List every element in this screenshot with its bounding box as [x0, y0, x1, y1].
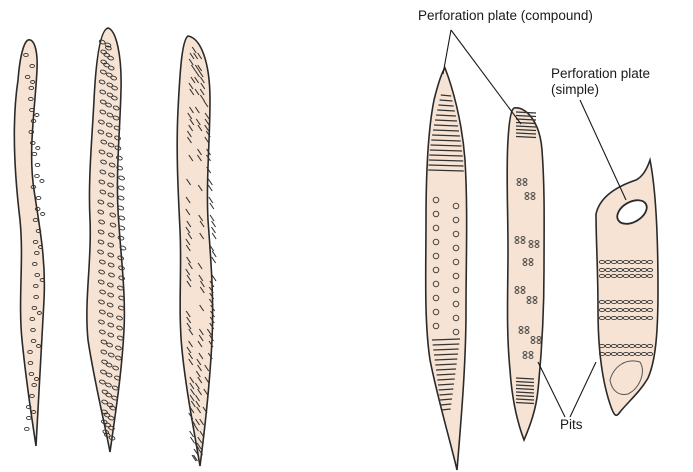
tracheid-2 — [87, 28, 126, 452]
tracheid-3 — [177, 36, 216, 466]
leader-compound-left — [443, 30, 451, 74]
vessel-element-2 — [507, 108, 544, 440]
leader-pits-right — [570, 362, 596, 417]
leader-pits-left — [538, 362, 565, 417]
label-pits: Pits — [560, 417, 583, 433]
label-perforation-plate-simple: Perforation plate — [551, 66, 650, 82]
leader-compound-right — [451, 30, 521, 124]
vessel-element-1 — [426, 68, 467, 470]
tracheid-1 — [14, 40, 44, 446]
label-perforation-plate-simple-sub: (simple) — [551, 82, 599, 98]
vessel-element-3 — [596, 160, 658, 415]
leader-simple — [580, 100, 626, 200]
label-perforation-plate-compound: Perforation plate (compound) — [418, 8, 593, 24]
